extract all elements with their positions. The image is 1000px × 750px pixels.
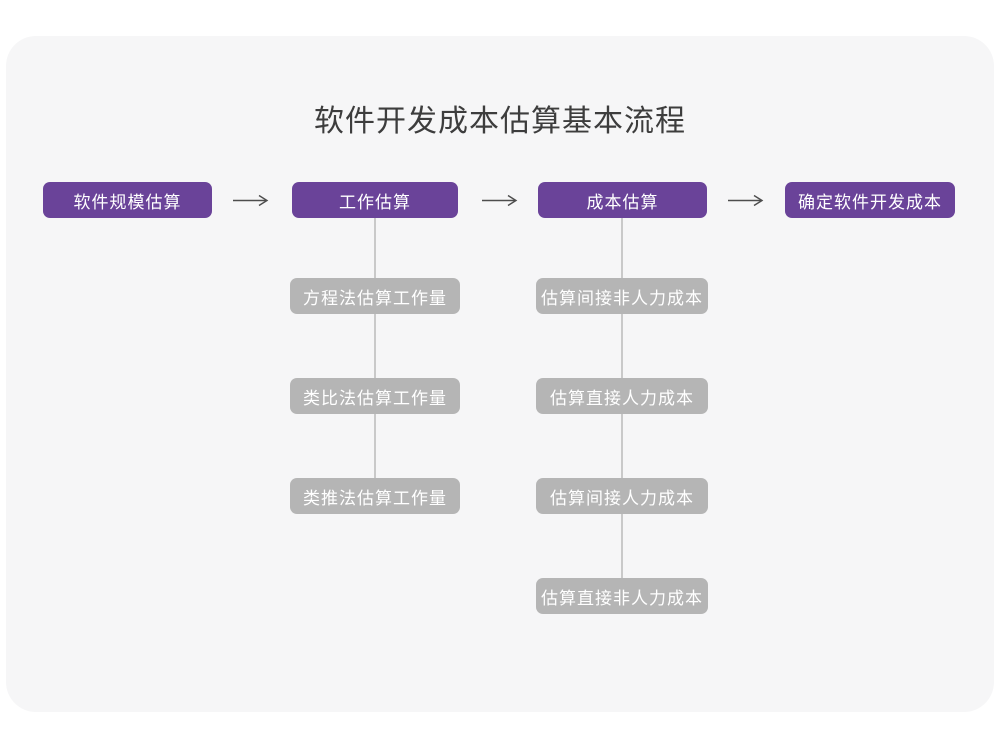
- cost-node-direct-labor: 估算直接人力成本: [536, 378, 708, 414]
- stage-node-effort-estimation: 工作估算: [292, 182, 458, 218]
- connector-line-effort-column: [374, 218, 376, 496]
- stage-node-size-estimation: 软件规模估算: [43, 182, 212, 218]
- cost-node-indirect-labor: 估算间接人力成本: [536, 478, 708, 514]
- stage-node-cost-estimation: 成本估算: [538, 182, 707, 218]
- method-node-equation: 方程法估算工作量: [290, 278, 460, 314]
- cost-node-direct-non-labor: 估算直接非人力成本: [536, 578, 708, 614]
- flow-arrow-icon: [233, 194, 269, 207]
- method-node-extrapolation: 类推法估算工作量: [290, 478, 460, 514]
- flow-arrow-icon: [728, 194, 764, 207]
- flow-arrow-icon: [482, 194, 518, 207]
- cost-node-indirect-non-labor: 估算间接非人力成本: [536, 278, 708, 314]
- stage-node-final-cost: 确定软件开发成本: [785, 182, 955, 218]
- method-node-analogy: 类比法估算工作量: [290, 378, 460, 414]
- diagram-title: 软件开发成本估算基本流程: [314, 105, 686, 138]
- diagram-card: [6, 36, 994, 712]
